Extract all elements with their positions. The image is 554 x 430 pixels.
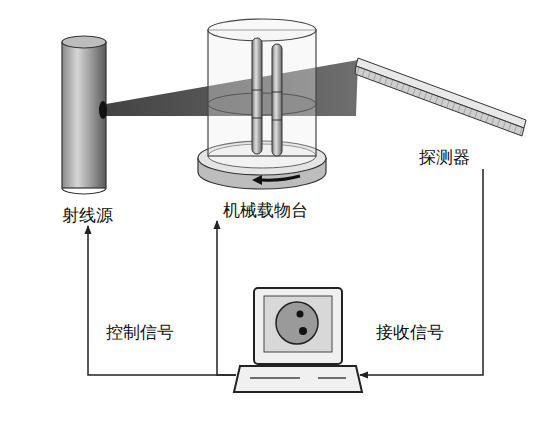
- node-label: 射线源: [60, 205, 115, 225]
- signal-arrow: [360, 169, 483, 375]
- rotating-stage: [198, 19, 326, 189]
- signal-label: 控制信号: [104, 322, 176, 342]
- detector-bar: [355, 58, 526, 136]
- stage-node: 机械载物台: [195, 15, 335, 220]
- computer-node: [232, 284, 364, 396]
- source-node: 射线源: [45, 35, 130, 225]
- signal-label: 接收信号: [374, 322, 446, 342]
- computer: [234, 288, 362, 392]
- source-cylinder: [62, 36, 107, 194]
- detector-node: 探测器: [350, 55, 530, 167]
- node-label: 机械载物台: [221, 200, 310, 220]
- signal-arrow: [217, 221, 236, 375]
- signal-arrow: [88, 226, 236, 375]
- node-label: 探测器: [417, 147, 472, 167]
